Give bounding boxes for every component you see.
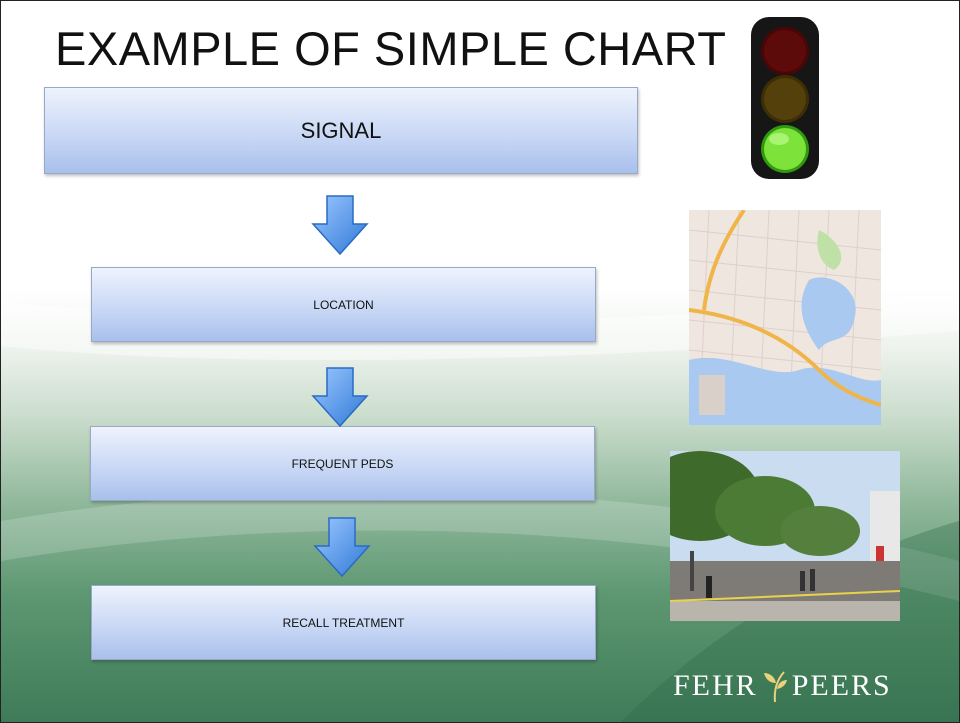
flow-step-signal: SIGNAL	[44, 87, 638, 174]
street-crosswalk-photo	[670, 451, 900, 621]
fehr-peers-logo: FEHR PEERS	[673, 669, 892, 703]
flow-step-label: LOCATION	[313, 297, 374, 312]
down-arrow-icon	[313, 517, 371, 578]
flow-step-label: FREQUENT PEDS	[291, 456, 394, 471]
slide-title: EXAMPLE OF SIMPLE CHART	[55, 22, 727, 75]
flow-step-label: SIGNAL	[300, 117, 382, 143]
leaf-icon	[763, 671, 787, 703]
flow-step-location: LOCATION	[91, 267, 596, 342]
traffic-light-icon	[751, 17, 819, 179]
logo-left-text: FEHR	[673, 669, 758, 702]
flow-step-frequent-peds: FREQUENT PEDS	[90, 426, 595, 501]
city-map-image	[689, 210, 881, 425]
down-arrow-icon	[311, 195, 369, 256]
logo-right-text: PEERS	[791, 669, 892, 702]
down-arrow-icon	[311, 367, 369, 428]
flow-step-label: RECALL TREATMENT	[282, 615, 405, 630]
flow-step-recall-treatment: RECALL TREATMENT	[91, 585, 596, 660]
